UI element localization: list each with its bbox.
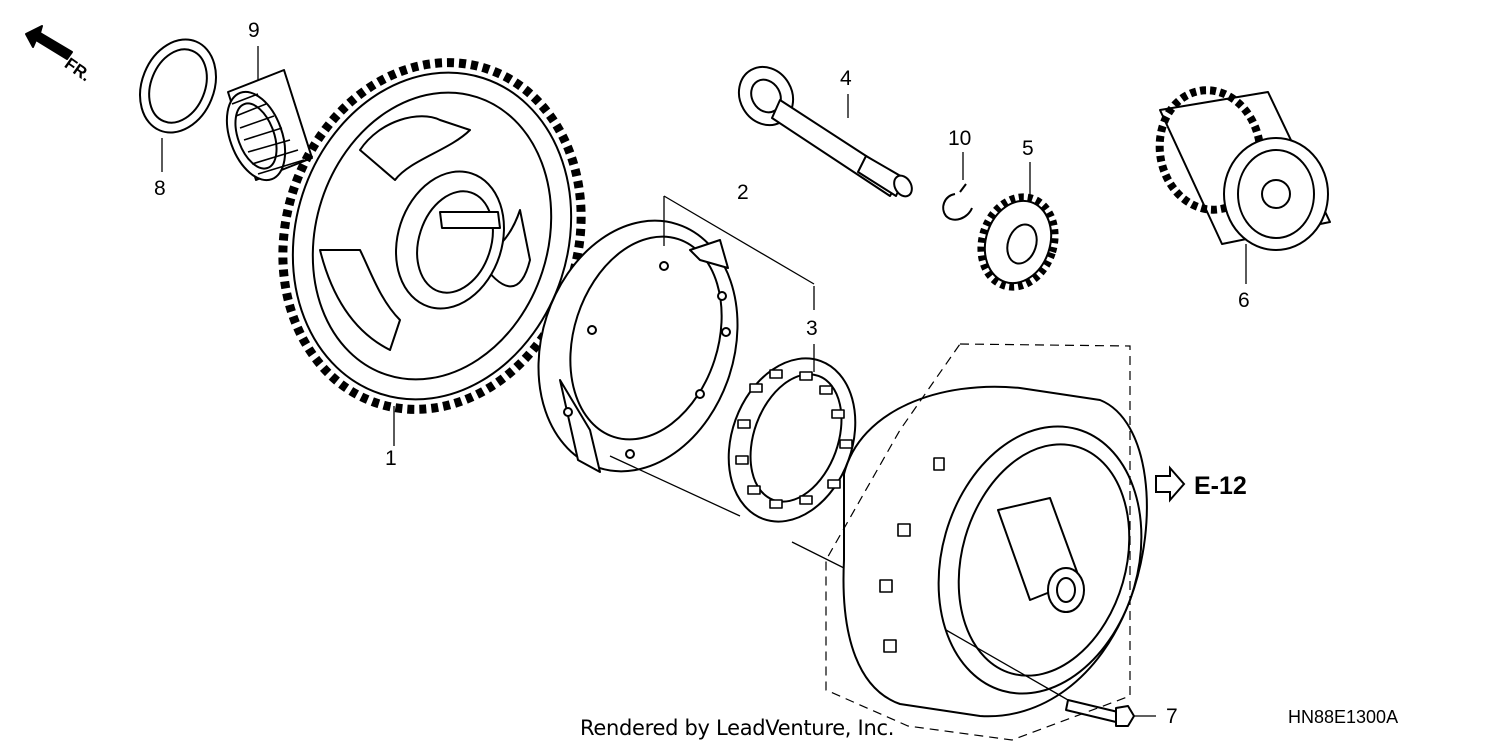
assembly-boundary (825, 343, 1131, 741)
part-9-needle-bearing[interactable] (216, 69, 313, 188)
callout-3[interactable]: 3 (806, 317, 818, 340)
part-10-snap-ring[interactable] (942, 183, 973, 221)
part-8-washer[interactable] (127, 28, 230, 144)
callout-8[interactable]: 8 (154, 177, 166, 200)
leader-lines (161, 46, 1247, 717)
part-3-one-way-clutch[interactable] (707, 341, 877, 540)
flywheel-rotor (842, 385, 1148, 718)
part-4-reduction-shaft[interactable] (728, 57, 915, 200)
callout-10[interactable]: 10 (948, 127, 972, 150)
part-2-starter-clutch-outer[interactable] (507, 195, 769, 498)
callout-7[interactable]: 7 (1166, 705, 1178, 728)
callout-5[interactable]: 5 (1022, 137, 1034, 160)
callout-9[interactable]: 9 (248, 19, 260, 42)
callout-4[interactable]: 4 (840, 67, 852, 90)
part-6-clutch-assembly[interactable] (1150, 82, 1331, 251)
part-5-idle-gear[interactable] (970, 187, 1067, 297)
callout-2[interactable]: 2 (737, 181, 749, 204)
part-7-flange-bolt[interactable] (1065, 699, 1135, 727)
callout-6[interactable]: 6 (1238, 289, 1250, 312)
front-direction-arrow-icon (25, 25, 73, 60)
drawing-code: HN88E1300A (1288, 707, 1399, 727)
page-reference-link[interactable]: E-12 (1194, 472, 1247, 500)
page-reference-arrow-icon[interactable] (1155, 465, 1186, 503)
credit-text: Rendered by LeadVenture, Inc. (580, 716, 895, 740)
part-1-starter-driven-gear[interactable] (239, 23, 625, 448)
callout-1[interactable]: 1 (385, 447, 397, 470)
